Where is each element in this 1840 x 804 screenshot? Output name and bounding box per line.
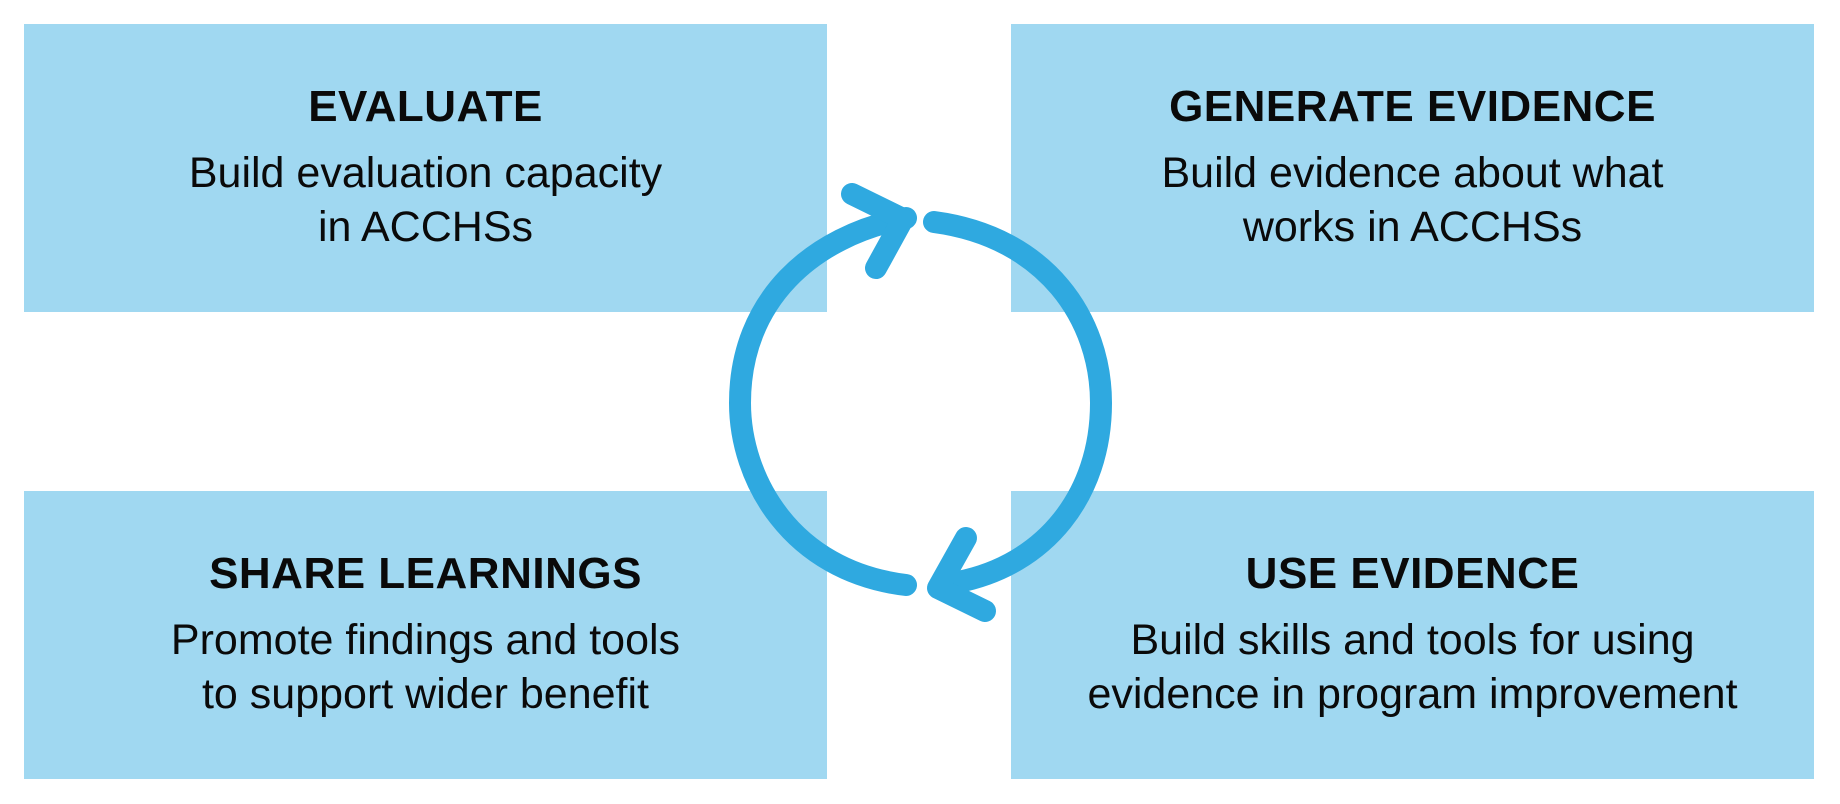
use-evidence-description-line: evidence in program improvement	[1087, 670, 1738, 718]
use-evidence-description: Build skills and tools for using evidenc…	[1087, 613, 1737, 721]
use-evidence-title: USE EVIDENCE	[1245, 549, 1580, 598]
generate-evidence-title: GENERATE EVIDENCE	[1169, 82, 1656, 131]
use-evidence-box: USE EVIDENCE Build skills and tools for …	[1011, 491, 1814, 779]
share-learnings-description-line: Promote findings and tools	[170, 616, 681, 664]
evaluate-box: EVALUATE Build evaluation capacity in AC…	[24, 24, 827, 312]
evaluate-title: EVALUATE	[308, 82, 543, 131]
generate-evidence-description: Build evidence about what works in ACCHS…	[1161, 146, 1663, 254]
generate-evidence-description-line: Build evidence about what	[1161, 149, 1664, 197]
share-learnings-description: Promote findings and tools to support wi…	[171, 613, 680, 721]
generate-evidence-box: GENERATE EVIDENCE Build evidence about w…	[1011, 24, 1814, 312]
use-evidence-description-line: Build skills and tools for using	[1130, 616, 1695, 664]
share-learnings-box: SHARE LEARNINGS Promote findings and too…	[24, 491, 827, 779]
evaluate-description-line: in ACCHSs	[317, 203, 534, 251]
evaluate-description: Build evaluation capacity in ACCHSs	[189, 146, 662, 254]
cycle-arrowhead-bottom	[927, 527, 996, 622]
share-learnings-title: SHARE LEARNINGS	[209, 549, 642, 598]
evaluate-description-line: Build evaluation capacity	[188, 149, 663, 197]
share-learnings-description-line: to support wider benefit	[201, 670, 649, 718]
cycle-arrowhead-top	[841, 183, 914, 279]
generate-evidence-description-line: works in ACCHSs	[1242, 203, 1583, 251]
